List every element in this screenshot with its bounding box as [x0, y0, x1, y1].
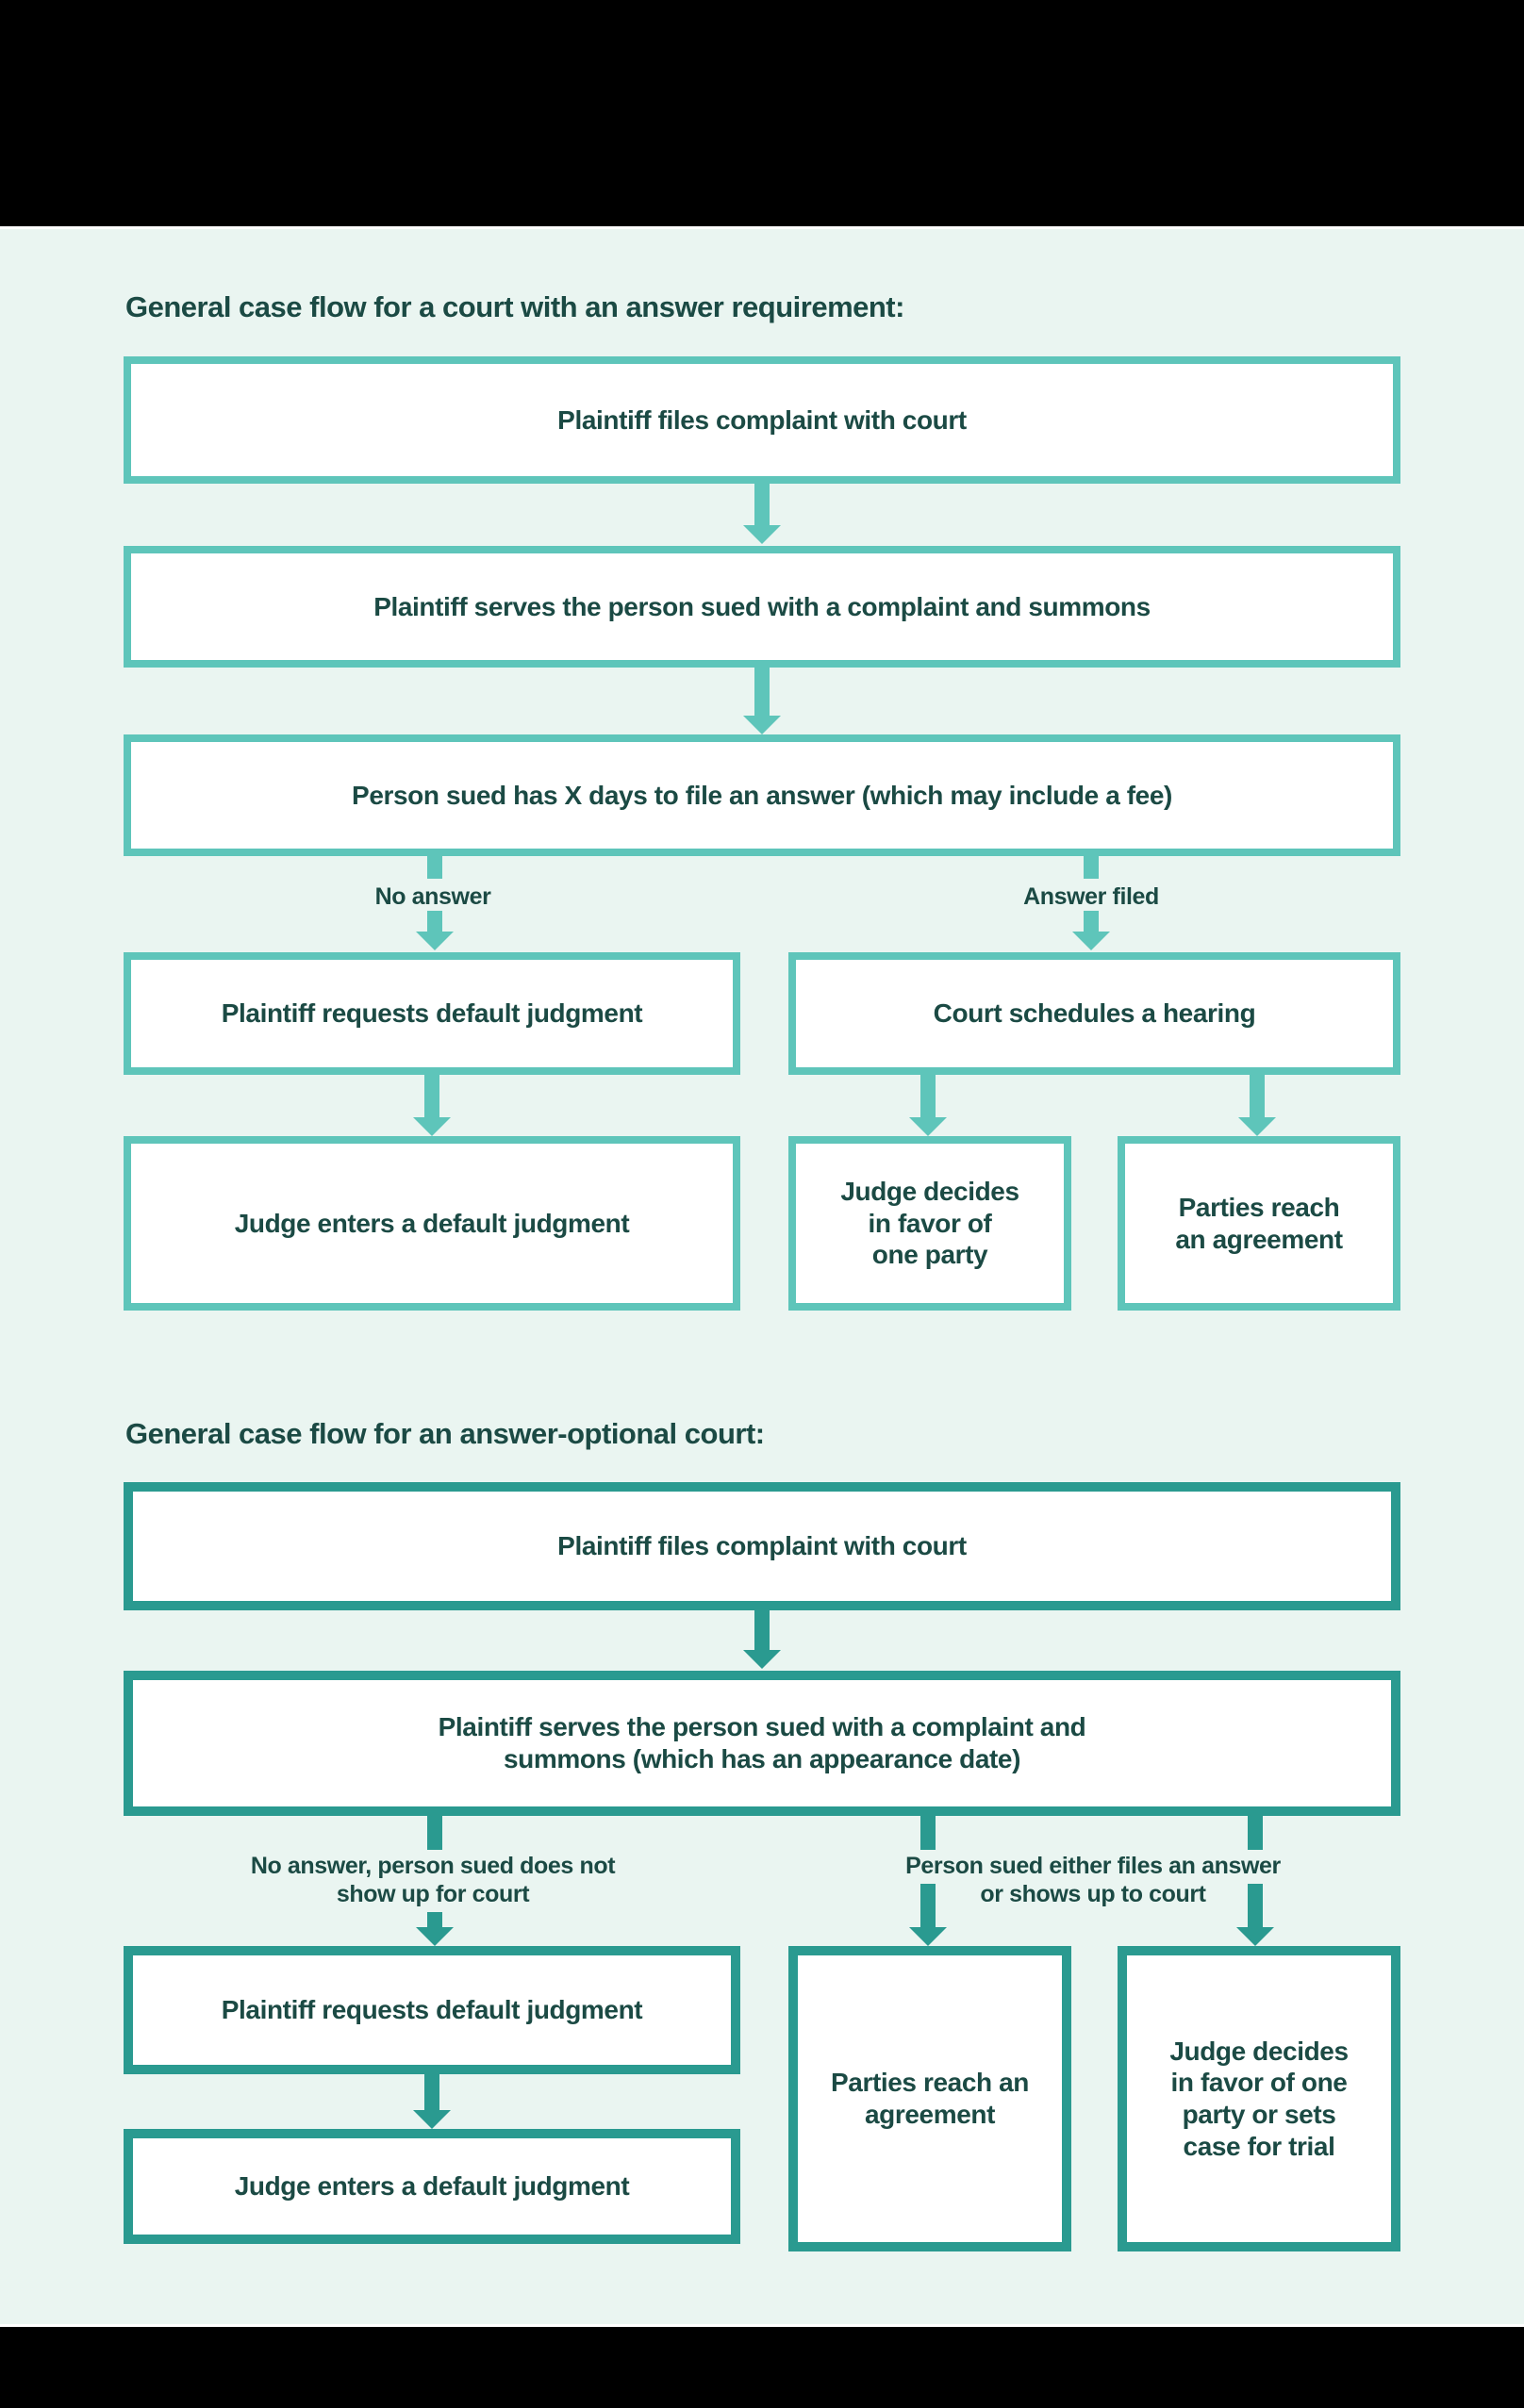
arrow-down-shaft — [424, 2074, 439, 2110]
arrow-down-head-icon — [743, 525, 781, 544]
chart2-box-enter-default: Judge enters a default judgment — [124, 2129, 740, 2244]
chart1-box-parties-agree: Parties reach an agreement — [1118, 1136, 1400, 1311]
chart1-label-no-answer: No answer — [374, 883, 491, 910]
arrow-down-head-icon — [909, 1117, 947, 1136]
arrow-down-head-icon — [413, 1117, 451, 1136]
box-text: Parties reach an agreement — [831, 2068, 1029, 2129]
arrow-down-shaft — [427, 911, 442, 932]
box-text: Plaintiff requests default judgment — [221, 998, 643, 1029]
chart2-heading: General case flow for an answer-optional… — [125, 1417, 765, 1450]
arrow-down-head-icon — [413, 2110, 451, 2129]
arrow-down-shaft — [754, 668, 770, 716]
box-text: Judge decides in favor of one party or s… — [1169, 2036, 1349, 2161]
chart2-label-no-answer: No answer, person sued does not show up … — [250, 1853, 616, 1907]
chart2-box-serve-summons: Plaintiff serves the person sued with a … — [124, 1671, 1400, 1816]
box-text: Judge enters a default judgment — [234, 1208, 630, 1238]
arrow-down-shaft — [1248, 1884, 1263, 1927]
branch-stub — [920, 1816, 936, 1850]
arrow-down-shaft — [754, 484, 770, 525]
chart1-box-schedule-hearing: Court schedules a hearing — [788, 952, 1400, 1075]
arrow-down-head-icon — [416, 932, 454, 950]
box-text: Plaintiff files complaint with court — [557, 404, 967, 435]
box-text: Court schedules a hearing — [933, 998, 1256, 1029]
box-text: Judge decides in favor of one party — [840, 1177, 1019, 1270]
box-text: Plaintiff serves the person sued with a … — [373, 591, 1151, 621]
box-text: Plaintiff files complaint with court — [557, 1531, 967, 1561]
box-text: Plaintiff serves the person sued with a … — [438, 1712, 1086, 1773]
chart2-box-file-complaint: Plaintiff files complaint with court — [124, 1482, 1400, 1610]
arrow-down-shaft — [754, 1610, 770, 1650]
arrow-down-head-icon — [743, 716, 781, 734]
arrow-down-head-icon — [743, 1650, 781, 1669]
arrow-down-head-icon — [1236, 1927, 1274, 1946]
chart1-box-serve-summons: Plaintiff serves the person sued with a … — [124, 546, 1400, 668]
arrow-down-shaft — [920, 1075, 936, 1117]
arrow-down-shaft — [427, 1912, 442, 1927]
branch-stub — [427, 856, 442, 879]
arrow-down-shaft — [1250, 1075, 1265, 1117]
box-text: Judge enters a default judgment — [234, 2171, 630, 2202]
arrow-down-head-icon — [909, 1927, 947, 1946]
chart2-box-request-default: Plaintiff requests default judgment — [124, 1946, 740, 2074]
top-letterbox-bar — [0, 0, 1524, 229]
arrow-down-head-icon — [416, 1927, 454, 1946]
branch-stub — [1084, 856, 1099, 879]
chart1-heading: General case flow for a court with an an… — [125, 290, 904, 323]
chart2-box-parties-agree: Parties reach an agreement — [788, 1946, 1071, 2251]
chart1-box-enter-default: Judge enters a default judgment — [124, 1136, 740, 1311]
box-text: Person sued has X days to file an answer… — [352, 780, 1172, 810]
branch-stub — [1248, 1816, 1263, 1850]
arrow-down-head-icon — [1238, 1117, 1276, 1136]
bottom-letterbox-bar — [0, 2324, 1524, 2408]
chart1-box-file-complaint: Plaintiff files complaint with court — [124, 356, 1400, 484]
chart2-box-judge-decides: Judge decides in favor of one party or s… — [1118, 1946, 1400, 2251]
chart1-box-judge-decides: Judge decides in favor of one party — [788, 1136, 1071, 1311]
chart1-label-answer-filed: Answer filed — [1023, 883, 1159, 910]
arrow-down-head-icon — [1072, 932, 1110, 950]
arrow-down-shaft — [920, 1884, 936, 1927]
arrow-down-shaft — [424, 1075, 439, 1117]
chart2-label-answer-or-appear: Person sued either files an answer or sh… — [905, 1853, 1281, 1907]
box-text: Plaintiff requests default judgment — [221, 1995, 643, 2025]
chart1-box-answer-window: Person sued has X days to file an answer… — [124, 734, 1400, 856]
arrow-down-shaft — [1084, 911, 1099, 932]
chart1-box-request-default: Plaintiff requests default judgment — [124, 952, 740, 1075]
box-text: Parties reach an agreement — [1175, 1192, 1343, 1254]
branch-stub — [427, 1816, 442, 1850]
